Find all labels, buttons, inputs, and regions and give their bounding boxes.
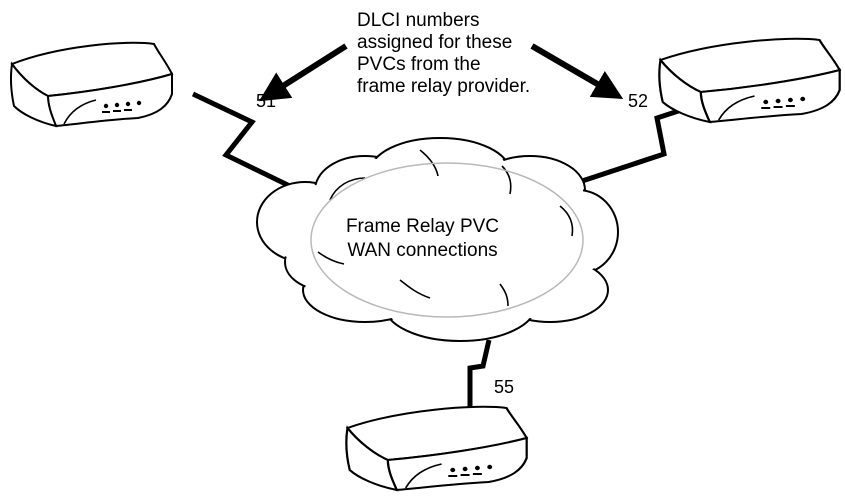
cloud-subtitle: WAN connections — [347, 240, 498, 261]
dlci-note-line: PVCs from the — [357, 54, 481, 75]
router-icon — [9, 41, 173, 127]
arrow-icon — [258, 43, 624, 102]
cloud-title: Frame Relay PVC — [345, 216, 500, 237]
dlci-label-left: 51 — [256, 91, 277, 111]
dlci-note-line: assigned for these — [357, 32, 513, 53]
router-icon — [658, 37, 841, 124]
dlci-note: DLCI numbers assigned for these PVCs fro… — [357, 10, 530, 98]
router-icon — [345, 405, 528, 492]
dlci-note-line: DLCI numbers — [357, 10, 480, 31]
dlci-label-bottom: 55 — [494, 377, 515, 397]
wan-ellipse — [310, 162, 584, 318]
cloud-icon — [256, 137, 619, 342]
link-left — [191, 91, 300, 193]
dlci-note-line: frame relay provider. — [357, 76, 531, 97]
dlci-label-right: 52 — [628, 91, 649, 111]
link-bottom — [467, 339, 492, 412]
